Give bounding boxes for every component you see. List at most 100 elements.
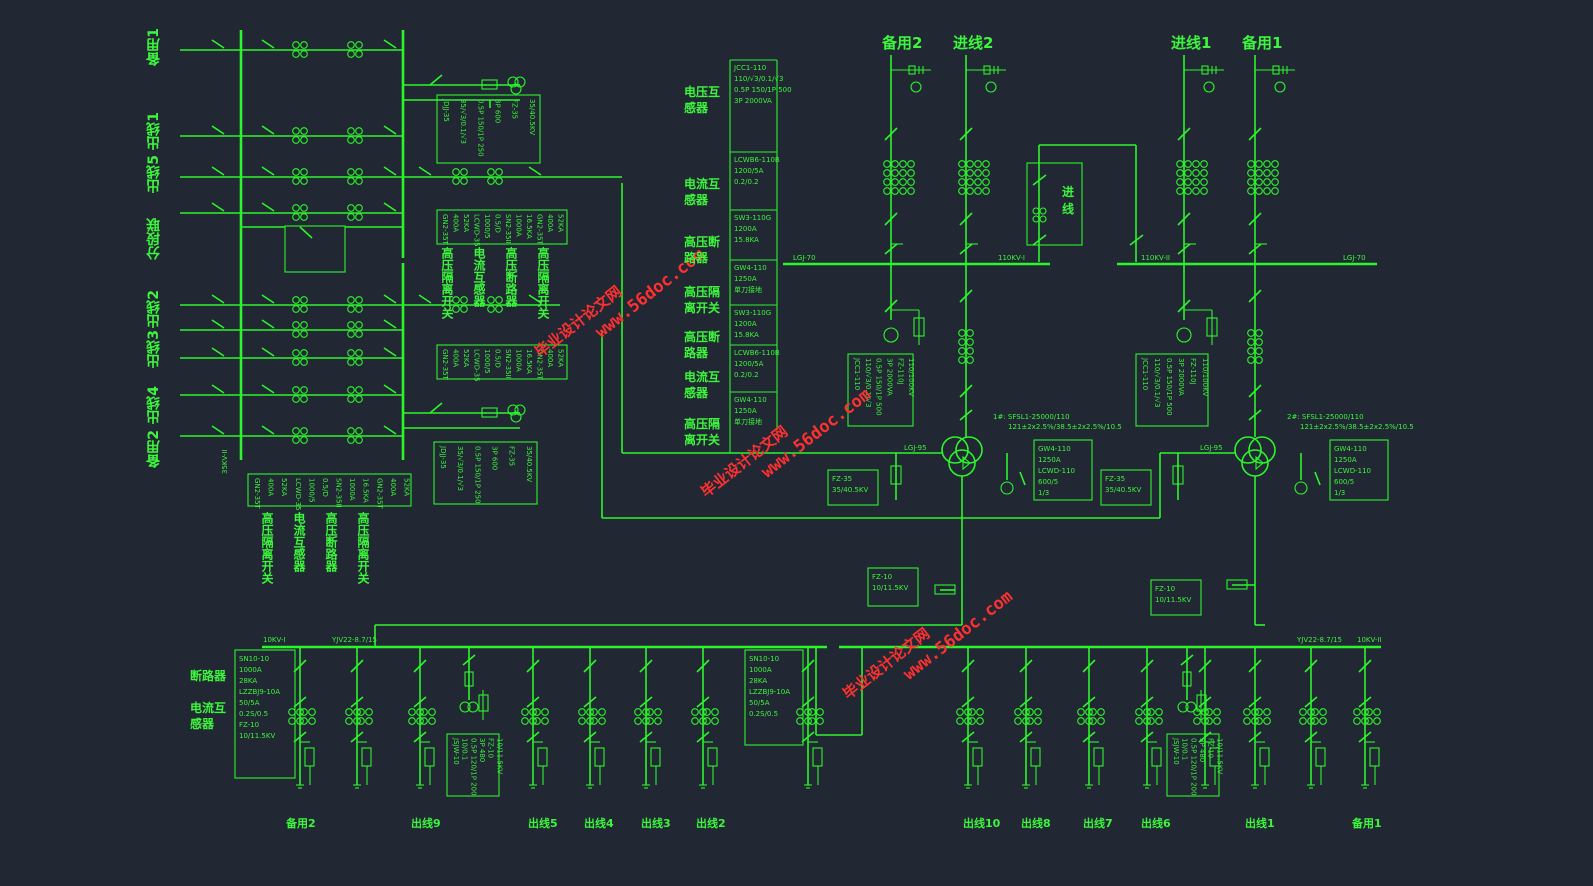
t1-spec-1: 1#: SFSL1-25000/110	[993, 413, 1070, 421]
bottom-feeder-label: 出线6	[1141, 817, 1171, 830]
spec-text: 1000A	[515, 214, 523, 237]
spec-text: 0.2S/0.5	[749, 710, 778, 718]
spec-text: FZ-110J	[1189, 358, 1197, 385]
spec-text: JCC1-110	[853, 357, 861, 390]
left-feeder-outgoing5	[180, 166, 403, 185]
spec-text: 0.2S/0.5	[239, 710, 268, 718]
legend110-spec: 1200/5A	[734, 360, 764, 368]
tx-leg-2b	[1247, 264, 1263, 437]
spec-text: 400A	[267, 478, 275, 496]
label-top-spare2: 备用2	[882, 34, 923, 52]
legend110-spec: 单刀接地	[734, 417, 762, 426]
spec-text: 0.5P 150/1P 250	[476, 99, 484, 157]
hv-bus-mid-label: 110KV-I	[998, 254, 1025, 262]
bottom-feeder-1	[345, 647, 373, 789]
spec-text: 110/√3/0.1/√3	[864, 358, 872, 407]
feeder-top-incoming2	[958, 55, 1006, 264]
spec-text: 1000/5	[483, 349, 491, 374]
bottom-pt-right	[1177, 647, 1207, 720]
spec-text: 50/5A	[239, 699, 260, 707]
legend110-spec: 0.2/0.2	[734, 178, 759, 186]
left-feeder-label: 出线1	[146, 112, 162, 150]
spec-text: 110/√3/0.1/√3	[1153, 358, 1161, 407]
tx-leg-1a	[883, 264, 925, 345]
bottom-feeder-label: 出线9	[411, 817, 441, 830]
spec-text: 50/5A	[749, 699, 770, 707]
spec-text: 1/3	[1334, 489, 1345, 497]
bottom-feeder-label: 备用2	[286, 817, 316, 830]
spec-text: 110/100KV	[1201, 358, 1209, 397]
left-legend-item: 高压隔离开关	[356, 512, 370, 584]
t1-line-label: LGJ-95	[904, 444, 927, 452]
spec-text: 1000A	[515, 349, 523, 372]
spec-text: 52KA	[462, 349, 470, 367]
spec-text: 10/11.5KV	[239, 732, 275, 740]
spec-text: LCWD-110	[1038, 467, 1075, 475]
legend110-spec: SW3-110G	[734, 214, 771, 222]
left-feeder-outgoing4b	[180, 384, 403, 403]
spec-text: 1000/5	[483, 214, 491, 239]
spec-text: 35/40.5KV	[528, 99, 536, 135]
spec-text: 16.5KA	[525, 349, 533, 374]
bottom-feeder-14	[1299, 647, 1327, 789]
spec-text: 600/5	[1038, 478, 1058, 486]
lv-cable-right-label: YJV22-8.7/15	[1296, 636, 1342, 644]
legend110-name: 高压隔离开关	[684, 417, 721, 447]
left-legend-item: 电流互感器	[292, 512, 306, 572]
spec-text: FZ-110J	[896, 358, 904, 385]
spec-text: 0.5/D	[321, 478, 329, 497]
left-feeder-label: 出线3	[146, 330, 162, 368]
spec-text: 1000/5	[307, 478, 315, 503]
spec-text: 0.5P 120/1P 200	[469, 738, 477, 796]
bottom-feeder-10	[1077, 647, 1105, 789]
hv-bus-right-label: LGJ-70	[1343, 254, 1366, 262]
bottom-feeder-2	[408, 647, 436, 789]
spec-text: 3P 600	[491, 446, 499, 470]
left-feeder-outgoing3	[180, 319, 403, 338]
spec-text: 28KA	[749, 677, 767, 685]
lv-bus-right-label: 10KV-II	[1357, 636, 1382, 644]
spec-text: 16.5KA	[525, 214, 533, 239]
mid-legend-item: 高压隔离开关	[440, 247, 454, 319]
legend110-spec: 0.2/0.2	[734, 371, 759, 379]
bottom-feeder-11	[1135, 647, 1163, 789]
legend110-name: 电流互感器	[684, 370, 721, 400]
left-feeder-spare1	[180, 39, 403, 58]
bottom-feeder-label: 出线3	[641, 817, 671, 830]
bottom-feeder-9	[1014, 647, 1042, 789]
legend110-name: 高压断路器	[684, 235, 721, 265]
lv-10kv-section: 10KV-I YJV22-8.7/15 YJV22-8.7/15 10KV-II	[262, 625, 1382, 789]
lv-bus-left-label: 10KV-I	[263, 636, 285, 644]
left-feeder-label: 出线4	[146, 386, 162, 424]
mid-legend-item: 电流互感器	[472, 247, 486, 307]
spec-text: FZ-10	[487, 738, 495, 758]
spec-text: JDJJ-35	[439, 445, 447, 469]
legend110-spec: LCWB6-110B	[734, 156, 780, 164]
spec-text: 3P 600	[494, 99, 502, 123]
spec-text: 52KA	[402, 478, 410, 496]
t2-line-label: LGJ-95	[1200, 444, 1223, 452]
spec-text: 400A	[452, 349, 460, 367]
spec-text: 600/5	[1334, 478, 1354, 486]
legend110-spec: 110/√3/0.1/√3	[734, 75, 783, 83]
spec-text: LCWD-110	[1334, 467, 1371, 475]
spec-text: FZ-10	[872, 573, 892, 581]
bottom-pt-left	[459, 647, 489, 720]
legend110-spec: 单刀接地	[734, 285, 762, 294]
tx-leg-2a	[1176, 264, 1218, 345]
spec-text: JCC1-110	[1141, 357, 1149, 390]
spec-text: 10/11.5KV	[872, 584, 908, 592]
spec-text: GN2-35T	[536, 214, 544, 246]
spec-text: LZZBJ9-10A	[239, 688, 280, 696]
left-legend-item: 高压隔离开关	[260, 512, 274, 584]
transformer-1	[941, 436, 983, 477]
bottom-feeder-label: 出线8	[1021, 817, 1051, 830]
